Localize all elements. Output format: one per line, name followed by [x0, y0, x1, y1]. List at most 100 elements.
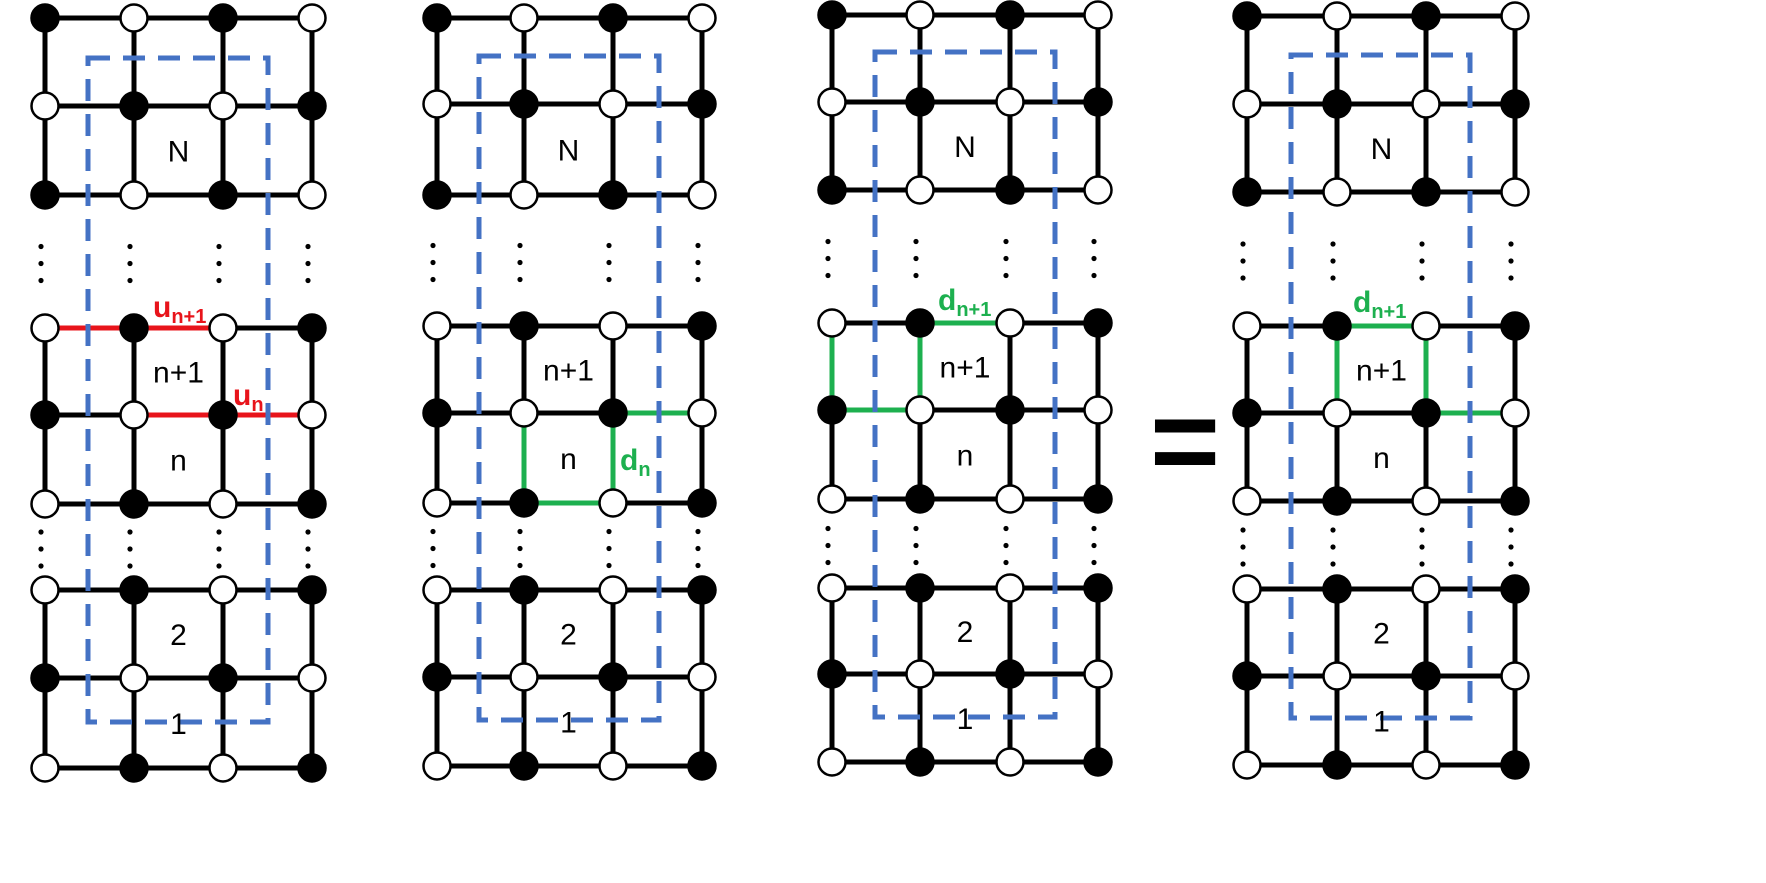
plaquette-label-1: 1	[170, 708, 187, 741]
white-node	[1411, 574, 1441, 604]
ellipsis-dot	[1330, 258, 1336, 264]
white-node	[995, 573, 1025, 603]
black-node	[1083, 484, 1113, 514]
ellipsis-dot	[305, 546, 311, 552]
black-node	[30, 400, 60, 430]
white-node	[687, 180, 717, 210]
black-node	[1083, 573, 1113, 603]
ellipsis-dot	[825, 255, 831, 262]
ellipsis-dot	[127, 260, 133, 267]
white-node	[208, 575, 238, 605]
white-node	[995, 484, 1025, 514]
black-node	[687, 575, 717, 605]
white-node	[1232, 486, 1262, 516]
white-node	[905, 0, 935, 30]
white-node	[995, 747, 1025, 777]
edge-label-d-np1: dn+1	[938, 284, 991, 321]
ellipsis-dot	[1508, 258, 1514, 264]
black-node	[905, 484, 935, 514]
white-node	[208, 313, 238, 343]
black-node	[995, 175, 1025, 205]
ellipsis-dot	[606, 545, 612, 552]
ellipsis-dot	[1419, 561, 1425, 567]
ellipsis-dot	[825, 525, 831, 532]
black-node	[687, 751, 717, 781]
ellipsis-dot	[1091, 255, 1097, 262]
plaquette-label-n: n	[170, 445, 187, 478]
dashed-loop	[85, 55, 271, 725]
ellipsis-dot	[1240, 241, 1246, 247]
black-node	[208, 3, 238, 33]
white-node	[1322, 661, 1352, 691]
dashed-loop	[872, 49, 1058, 720]
black-node	[119, 753, 149, 783]
black-node	[905, 747, 935, 777]
black-node	[1322, 574, 1352, 604]
plaquette-label-N: N	[558, 135, 580, 168]
edge-label-u-np1: un+1	[153, 291, 206, 328]
white-node	[297, 3, 327, 33]
edge-label-d-n: dn	[620, 444, 651, 481]
white-node	[817, 484, 847, 514]
black-node	[297, 91, 327, 121]
plaquette-label-n-plus-1: n+1	[153, 357, 204, 390]
black-node	[995, 0, 1025, 30]
ellipsis-dot	[1091, 238, 1097, 245]
white-node	[422, 575, 452, 605]
ellipsis-dot	[1419, 241, 1425, 247]
white-node	[1232, 750, 1262, 780]
lattice-edges	[829, 12, 1101, 765]
ellipsis-dot	[825, 238, 831, 245]
plaquette-label-2: 2	[957, 616, 974, 649]
white-node	[905, 175, 935, 205]
white-node	[208, 91, 238, 121]
black-node	[1232, 1, 1262, 31]
black-node	[1083, 747, 1113, 777]
white-node	[817, 573, 847, 603]
white-node	[1322, 177, 1352, 207]
black-node	[1232, 398, 1262, 428]
black-node	[1232, 177, 1262, 207]
black-node	[598, 398, 628, 428]
white-node	[1083, 175, 1113, 205]
white-node	[297, 663, 327, 693]
ellipsis-dot	[127, 563, 133, 569]
plaquette-label-N: N	[1371, 133, 1393, 166]
ellipsis-dot	[216, 277, 222, 284]
white-node	[509, 398, 539, 428]
ellipsis-dot	[913, 542, 919, 549]
black-node	[905, 308, 935, 338]
ellipsis-dot	[216, 529, 222, 535]
black-node	[1500, 750, 1530, 780]
white-node	[1232, 574, 1262, 604]
ellipsis-dot	[913, 559, 919, 566]
ellipsis-dot	[38, 546, 44, 552]
black-node	[1411, 1, 1441, 31]
white-node	[687, 3, 717, 33]
ellipsis-dot	[305, 529, 311, 535]
ellipsis-dot	[430, 259, 436, 266]
white-node	[598, 488, 628, 518]
black-node	[1500, 574, 1530, 604]
white-node	[905, 395, 935, 425]
white-node	[1500, 661, 1530, 691]
black-node	[817, 395, 847, 425]
ellipsis-dot	[1330, 527, 1336, 533]
ellipsis-dot	[1240, 275, 1246, 281]
dashed-loop	[1288, 52, 1473, 721]
white-node	[297, 180, 327, 210]
ellipsis-dot	[606, 259, 612, 266]
lattice-nodes	[1232, 1, 1530, 780]
white-node	[995, 87, 1025, 117]
white-node	[1083, 659, 1113, 689]
black-node	[422, 180, 452, 210]
ellipsis-dot	[127, 546, 133, 552]
black-node	[119, 91, 149, 121]
ellipsis-dot	[1003, 238, 1009, 245]
black-node	[598, 180, 628, 210]
white-node	[509, 180, 539, 210]
ellipsis-dots	[38, 243, 311, 569]
lattice-edges	[42, 15, 315, 771]
